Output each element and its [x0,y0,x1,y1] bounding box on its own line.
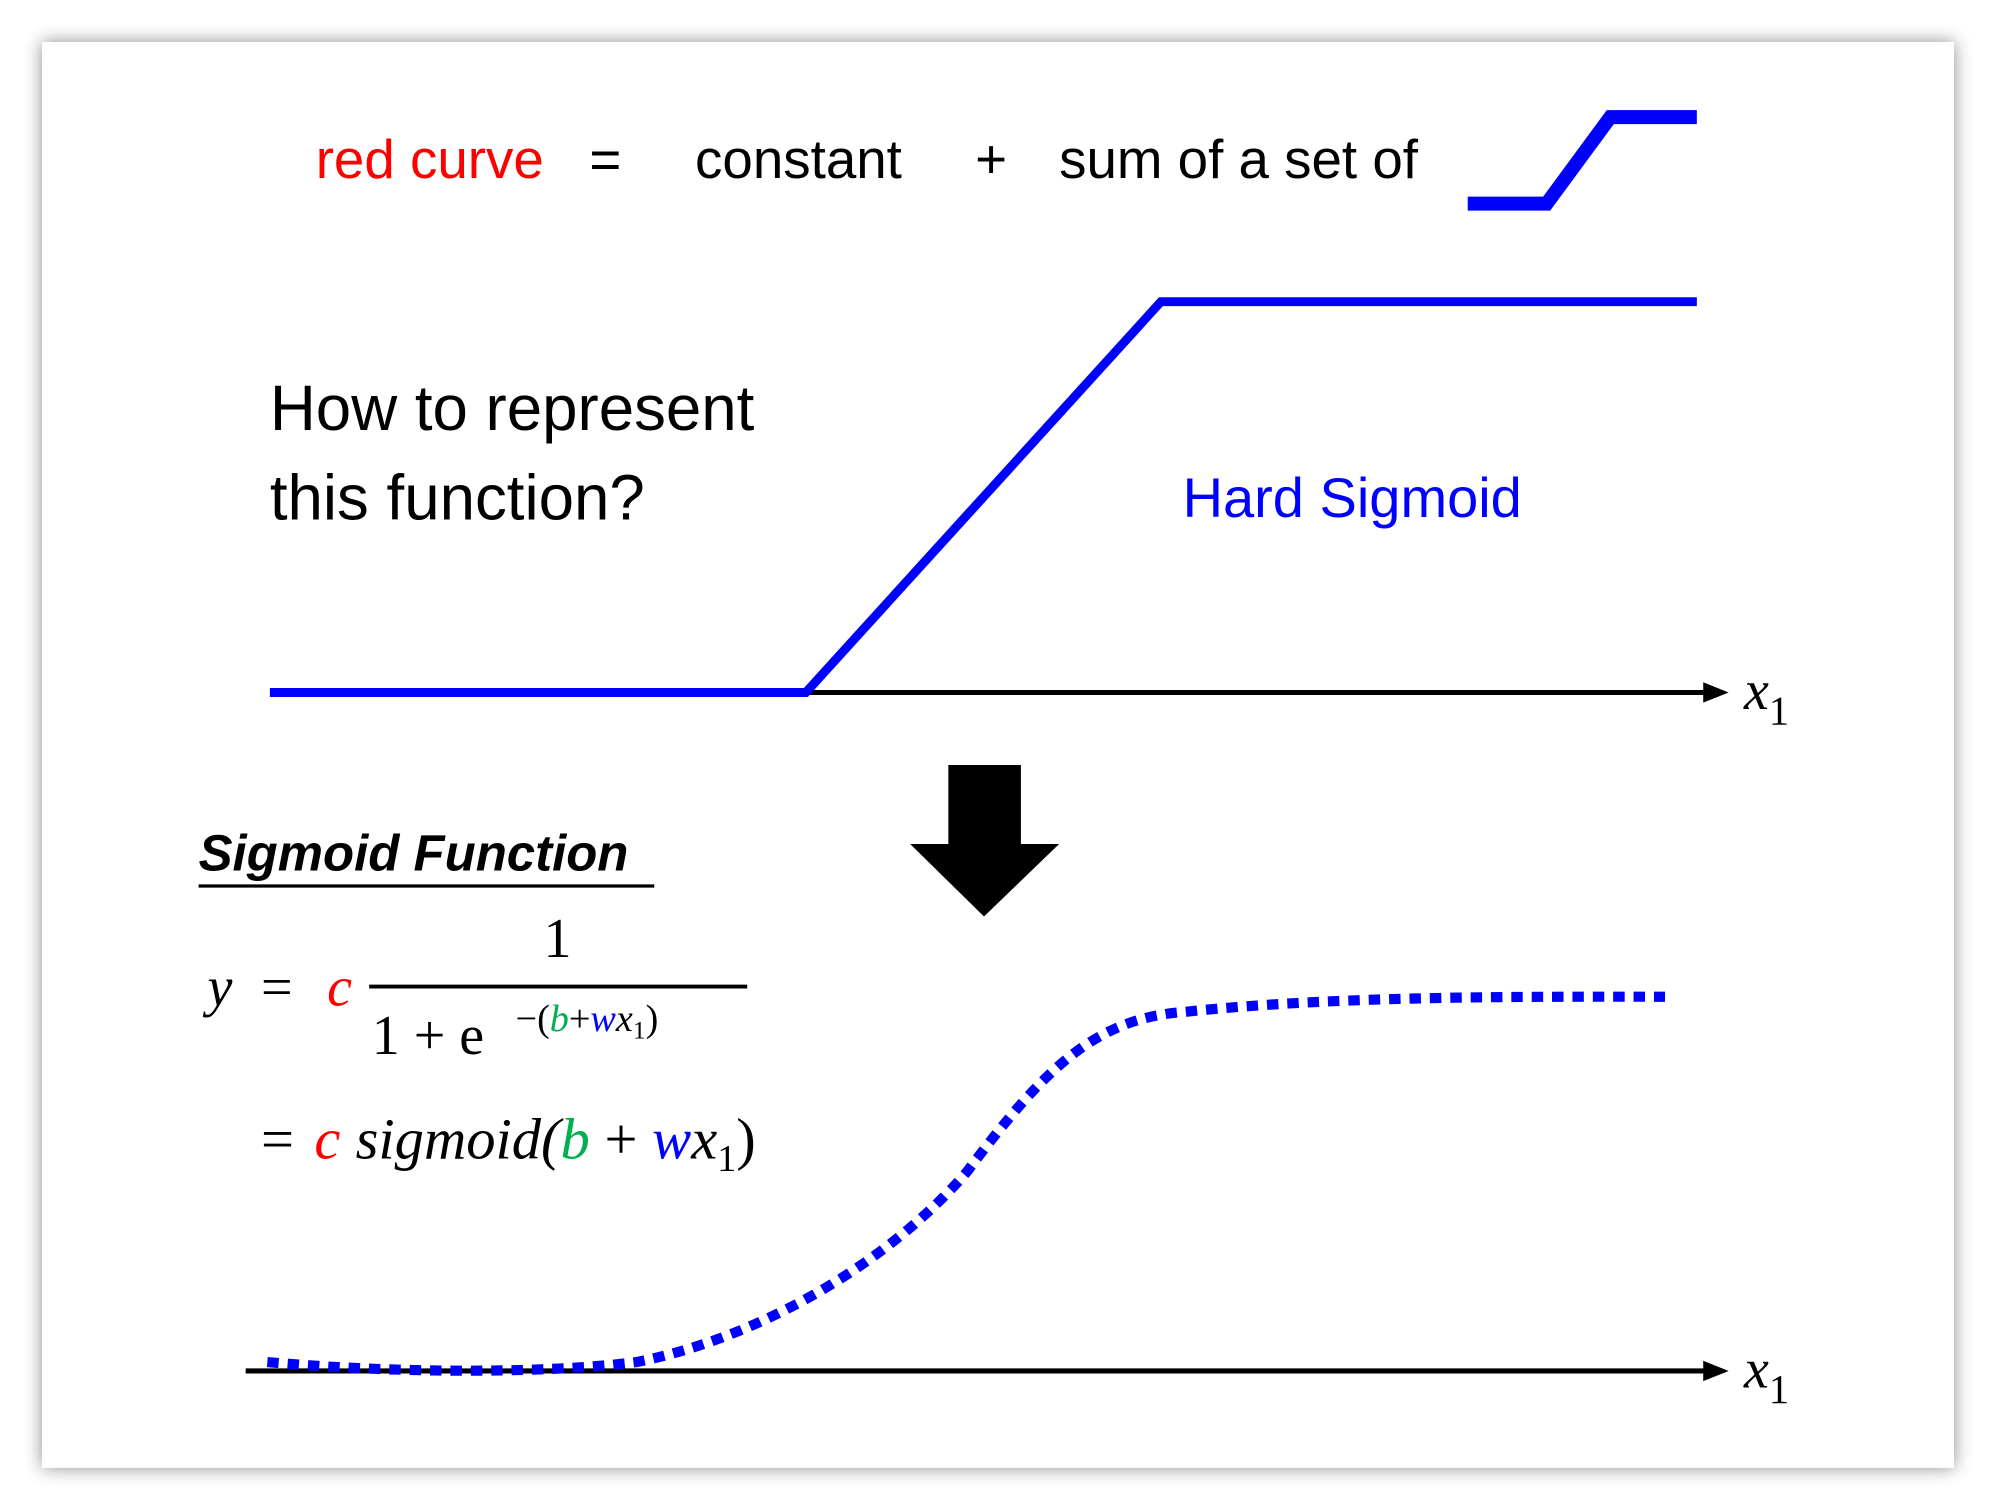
formula-numerator: 1 [544,908,572,970]
red-curve-label: red curve [316,128,544,190]
x-axis-top-label: x1 [1743,660,1789,733]
formula-y: y [202,957,232,1019]
hard-sigmoid-curve [269,297,1697,697]
down-arrow-icon [910,765,1060,917]
plus-sign: + [975,128,1007,190]
hard-sigmoid-icon [1467,110,1697,211]
x-axis-bottom-label: x1 [1743,1339,1789,1412]
sigmoid-curve [266,991,1666,1376]
constant-label: constant [695,128,902,190]
formula-eq: = [261,957,293,1019]
equals-sign: = [589,128,621,190]
sum-of-set-label: sum of a set of [1059,128,1419,190]
formula-c: c [327,957,352,1019]
question-line-2: this function? [270,462,645,533]
hard-sigmoid-label: Hard Sigmoid [1183,466,1522,529]
sigmoid-title: Sigmoid Function [199,825,629,882]
slide-panel [42,42,1954,1468]
formula-exponent: −(b+wx1) [516,998,659,1045]
x-axis-bottom-arrowhead [1703,1360,1729,1382]
x-axis-top-arrowhead [1703,682,1729,703]
question-line-1: How to represent [270,373,755,444]
formula-denominator: 1 + e [372,1005,484,1067]
